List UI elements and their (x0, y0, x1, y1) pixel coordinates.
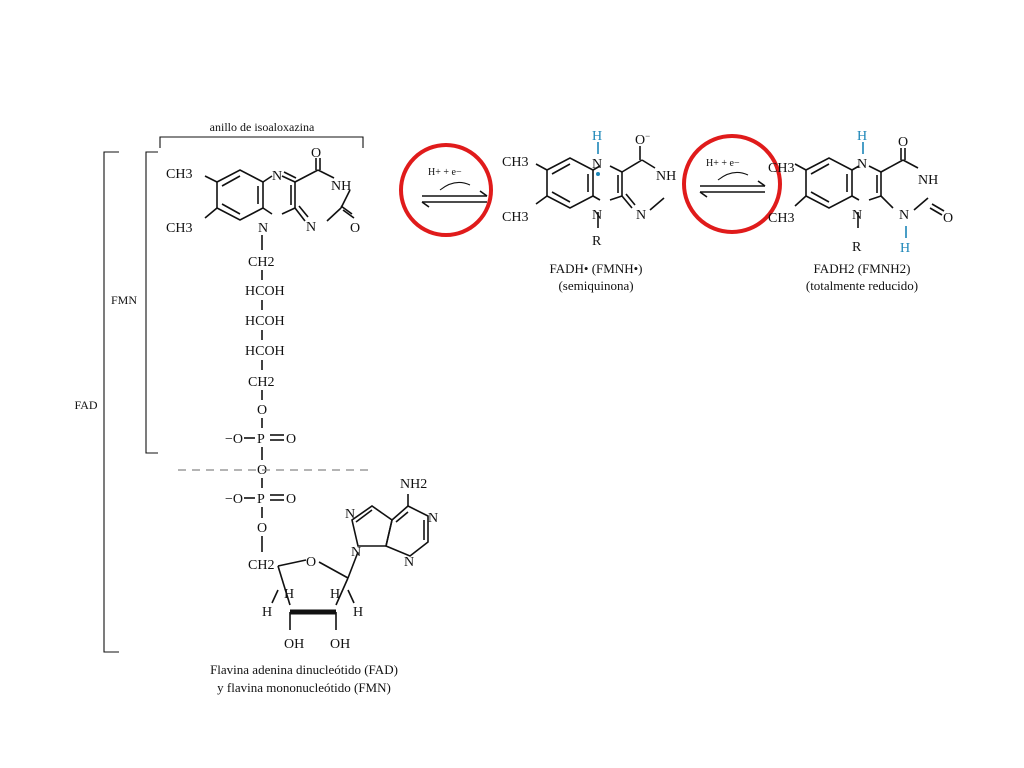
n5-atom: N (272, 169, 282, 184)
semi-o-minus: O− (635, 131, 650, 148)
c2-oxygen: O (350, 221, 360, 236)
phosphate1-ominus: −O (225, 432, 243, 447)
ribose-oh-left: OH (284, 637, 304, 652)
fmn-bracket: FMN (111, 151, 158, 454)
fmn-label: FMN (111, 293, 137, 307)
semi-n1: N (636, 208, 646, 223)
red-description: (totalmente reducido) (806, 278, 918, 293)
equilibrium-arrow-2: H+ + e− (699, 158, 766, 198)
red-c2-oxygen: O (943, 211, 953, 226)
adenine-n1: N (428, 511, 438, 526)
phosphate1-p: P (257, 432, 265, 447)
red-methyl-upper: CH3 (768, 161, 794, 176)
arrow1-reagent: H+ + e− (428, 167, 462, 178)
adenine-n9: N (351, 545, 361, 560)
reduced-structure: CH3 CH3 H N N N H NH O O R FADH2 (FMNH2)… (768, 129, 953, 293)
highlight-circle-1 (399, 143, 493, 237)
equilibrium-arrow-1: H+ + e− (421, 167, 488, 208)
red-c4-oxygen: O (898, 135, 908, 150)
ribose-oh-right: OH (330, 637, 350, 652)
semi-methyl-lower: CH3 (502, 210, 528, 225)
chain-oxygen-2: O (257, 521, 267, 536)
fad-bracket: FAD (74, 151, 119, 653)
methyl-upper: CH3 (166, 167, 192, 182)
phosphate2-o: O (286, 492, 296, 507)
highlight-circle-2 (682, 134, 782, 234)
isoalloxazine-label: anillo de isoaloxazina (210, 120, 315, 134)
semi-name: FADH• (FMNH•) (549, 261, 642, 276)
adenine-ring: NH2 N N N N (345, 477, 438, 570)
red-methyl-lower: CH3 (768, 211, 794, 226)
red-nh: NH (918, 173, 938, 188)
n3h-atom: NH (331, 179, 351, 194)
red-added-hydrogen-n1: H (900, 241, 910, 256)
n1-atom: N (306, 220, 316, 235)
phosphate2-ominus: −O (225, 492, 243, 507)
adenine-n7: N (345, 507, 355, 522)
red-r-group: R (852, 240, 862, 255)
ribose-ring-oxygen: O (306, 555, 316, 570)
semi-n5: N (592, 157, 602, 172)
n10-atom: N (258, 221, 268, 236)
adenine-n3: N (404, 555, 414, 570)
semi-r-group: R (592, 234, 602, 249)
isoalloxazine-bracket: anillo de isoaloxazina (159, 120, 364, 148)
phosphate2-p: P (257, 492, 265, 507)
chain-oxygen-1: O (257, 403, 267, 418)
ribose-h3: H (330, 587, 340, 602)
chain-hcoh-2: HCOH (245, 314, 285, 329)
ribose-h2: H (284, 587, 294, 602)
caption-line1: Flavina adenina dinucleótido (FAD) (210, 662, 398, 677)
isoalloxazine-ring-oxidized: CH3 CH3 N N N NH O O (166, 146, 360, 236)
arrow2-reagent: H+ + e− (706, 158, 740, 169)
red-n1: N (899, 208, 909, 223)
semi-nh: NH (656, 169, 676, 184)
red-name: FADH2 (FMNH2) (814, 261, 911, 276)
red-n5: N (857, 157, 867, 172)
ribityl-chain: CH2 HCOH HCOH HCOH CH2 O −O P O O −O P O… (225, 235, 296, 552)
semi-n10: N (592, 208, 602, 223)
adenine-nh2: NH2 (400, 477, 427, 492)
c4-oxygen: O (311, 146, 321, 161)
chain-hcoh-1: HCOH (245, 284, 285, 299)
ribose-h4: H (353, 605, 363, 620)
ribose-ring: CH2 O H H H H OH OH (248, 551, 363, 652)
red-n10: N (852, 208, 862, 223)
ribose-ch2: CH2 (248, 558, 274, 573)
ribose-h1: H (262, 605, 272, 620)
semiquinone-structure: CH3 CH3 H N N N NH O− R FADH• (FMNH•) (s… (502, 129, 676, 293)
semi-added-hydrogen: H (592, 129, 602, 144)
semi-description: (semiquinona) (558, 278, 633, 293)
red-added-hydrogen-n5: H (857, 129, 867, 144)
chain-ch2-1: CH2 (248, 255, 274, 270)
chain-ch2-2: CH2 (248, 375, 274, 390)
semi-methyl-upper: CH3 (502, 155, 528, 170)
caption-line2: y flavina mononucleótido (FMN) (217, 680, 391, 695)
phosphate1-o: O (286, 432, 296, 447)
methyl-lower: CH3 (166, 221, 192, 236)
chain-hcoh-3: HCOH (245, 344, 285, 359)
semi-radical-dot (596, 172, 600, 176)
fad-label: FAD (74, 398, 97, 412)
